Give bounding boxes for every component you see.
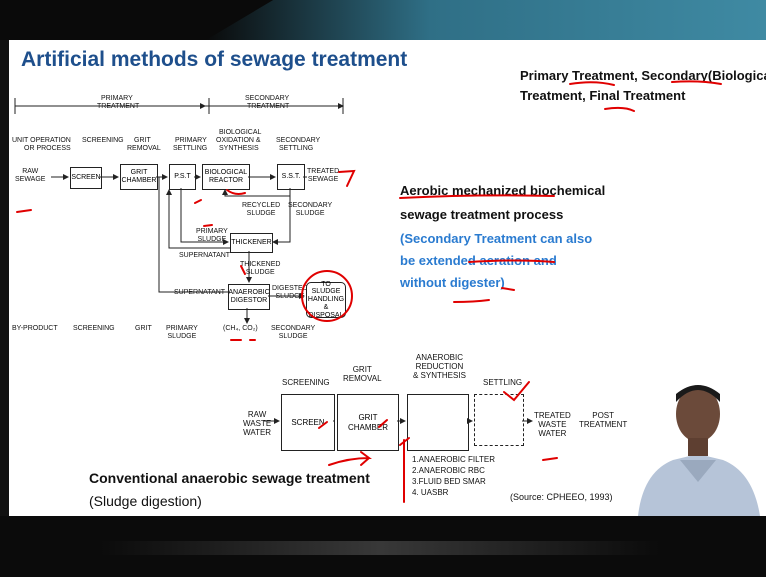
- col-primary-2: SETTLING: [173, 145, 208, 152]
- primary-label: PRIMARY: [101, 95, 133, 102]
- col-bio: BIOLOGICAL: [219, 129, 262, 136]
- bottom-glow: [100, 541, 660, 555]
- an-settling-label: SETTLING: [483, 378, 523, 387]
- byproduct-label: BY-PRODUCT: [12, 325, 58, 332]
- col-primary: PRIMARY: [175, 137, 207, 144]
- col-screening: SCREENING: [82, 137, 124, 144]
- heading-right-line2: Treatment, Final Treatment: [520, 88, 686, 103]
- bp-gas-label: (CH₄, CO₂): [223, 325, 258, 332]
- pst-box: P.S.T: [169, 164, 196, 190]
- an-anaerobic-reactor-box: [407, 394, 469, 451]
- an-option-3: 3.FLUID BED SMAR: [412, 477, 486, 486]
- top-bar: [0, 0, 766, 40]
- conventional-heading-line2: (Sludge digestion): [89, 493, 202, 509]
- an-option-2: 2.ANAEROBIC RBC: [412, 466, 485, 475]
- heading-right-line1: Primary Treatment, Secondary(Biological: [520, 68, 766, 83]
- bp-screening-label: SCREENING: [73, 325, 115, 332]
- bottom-bar: [0, 516, 766, 577]
- conventional-heading-line1: Conventional anaerobic sewage treatment: [89, 470, 370, 486]
- aerobic-heading-line2: sewage treatment process: [400, 207, 564, 222]
- slide: Artificial methods of sewage treatment P…: [9, 40, 766, 516]
- col-bio-2: OXIDATION &: [216, 137, 261, 144]
- col-bio-3: SYNTHESIS: [219, 145, 259, 152]
- col-grit-2: REMOVAL: [127, 145, 161, 152]
- an-option-1: 1.ANAEROBIC FILTER: [412, 455, 495, 464]
- aerobic-heading-line1: Aerobic mechanized biochemical: [400, 183, 606, 198]
- an-option-4: 4. UASBR: [412, 488, 449, 497]
- col-grit: GRIT: [134, 137, 151, 144]
- bp-grit-label: GRIT: [135, 325, 152, 332]
- secondary-label: SECONDARY: [245, 95, 290, 102]
- col-unit: UNIT OPERATION: [12, 137, 71, 144]
- an-settling-box: [474, 394, 524, 446]
- top-stripe: [206, 0, 766, 40]
- col-secondary-2: SETTLING: [279, 145, 314, 152]
- supernatant-1-label: SUPERNATANT: [179, 252, 231, 259]
- presenter-video: [628, 372, 766, 516]
- aerobic-note-line3: without digester): [400, 275, 505, 290]
- aerobic-note-line1: (Secondary Treatment can also: [400, 231, 593, 246]
- screen-box: SCREEN: [70, 167, 102, 189]
- slide-title: Artificial methods of sewage treatment: [21, 48, 408, 71]
- diagram-lines: [14, 80, 722, 503]
- col-unit-2: OR PROCESS: [24, 145, 71, 152]
- an-screening-label: SCREENING: [282, 378, 330, 387]
- col-secondary: SECONDARY: [276, 137, 321, 144]
- source-label: (Source: CPHEEO, 1993): [510, 492, 613, 502]
